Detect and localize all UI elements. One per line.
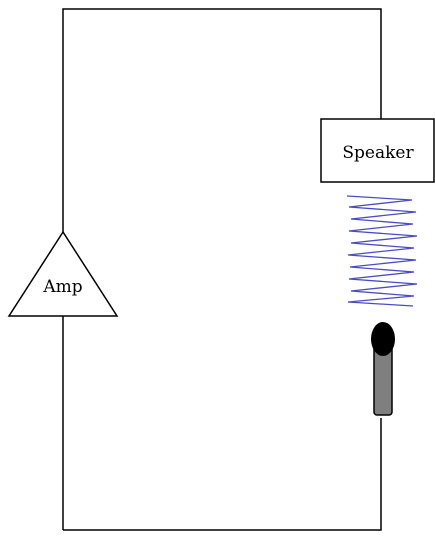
sound-wave-icon	[346, 195, 418, 307]
speaker-box	[320, 118, 435, 183]
microphone-icon	[371, 322, 395, 416]
amplifier-label: Amp	[42, 277, 82, 297]
amplifier: Amp	[7, 230, 119, 317]
wire-bottom	[63, 418, 382, 531]
wire-top-left	[62, 8, 382, 232]
speaker-label: Speaker	[342, 143, 414, 163]
speaker: Speaker	[320, 118, 435, 183]
microphone-head	[371, 322, 395, 356]
amplifier-triangle	[7, 230, 119, 317]
microphone-handle	[373, 345, 393, 416]
